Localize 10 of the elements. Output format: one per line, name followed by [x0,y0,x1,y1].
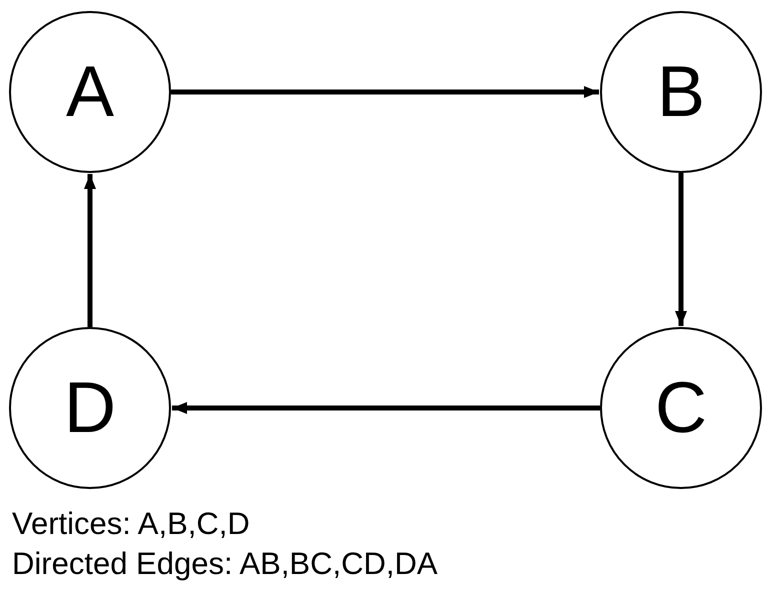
caption-text: Directed Edges: AB,BC,CD,DA [12,548,438,579]
vertex-label: A [66,56,114,128]
caption-text: Vertices: A,B,C,D [12,508,250,539]
vertex-label: D [64,372,116,444]
arrow [84,174,96,327]
arrow [675,173,687,326]
arrow [171,86,599,98]
vertex-label: C [655,372,707,444]
vertex-label: B [656,56,706,128]
arrow [172,402,600,414]
